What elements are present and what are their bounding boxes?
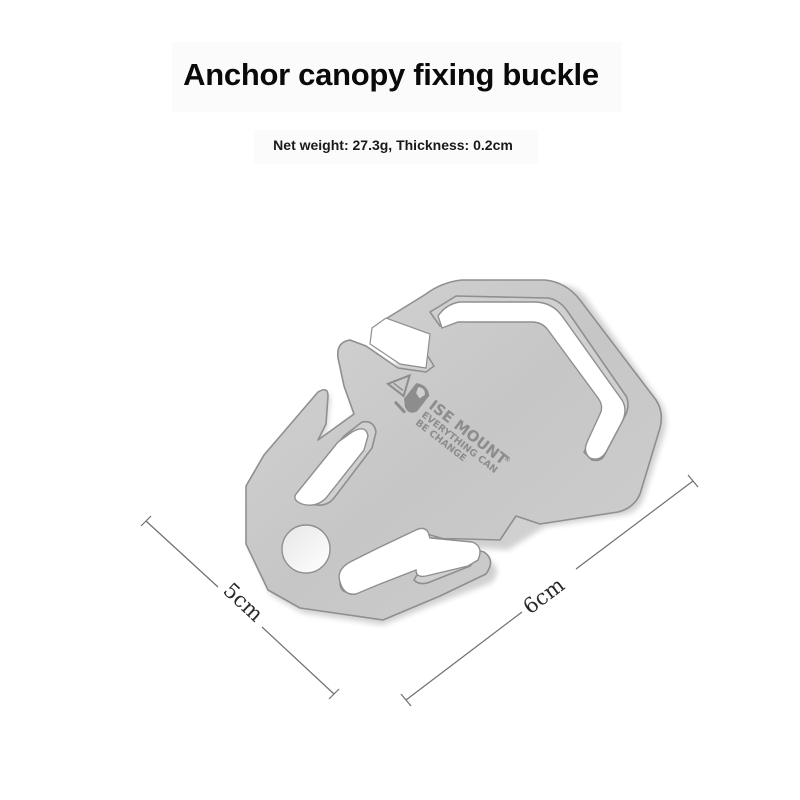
specs-text: Net weight: 27.3g, Thickness: 0.2cm: [273, 137, 513, 153]
dimension-label-5cm: 5cm: [219, 578, 268, 626]
hook-gap: [369, 317, 431, 369]
lower-slot: [338, 527, 481, 595]
buckle-cutouts: [281, 301, 626, 595]
upper-left-slot: [294, 428, 369, 506]
dimension-label-6cm: 6cm: [519, 573, 569, 619]
dimension-5cm: [140, 515, 340, 700]
mountain-logo-icon: [385, 373, 430, 414]
page-title: Anchor canopy fixing buckle: [183, 57, 599, 92]
specs-background: [254, 130, 538, 164]
buckle-outline: [245, 279, 663, 621]
right-long-slot: [437, 301, 626, 460]
title-background: [172, 42, 622, 112]
round-hole: [281, 524, 331, 574]
buckle-body: [245, 279, 663, 621]
dimension-6cm: [400, 474, 699, 707]
registered-mark: ®: [502, 454, 512, 465]
